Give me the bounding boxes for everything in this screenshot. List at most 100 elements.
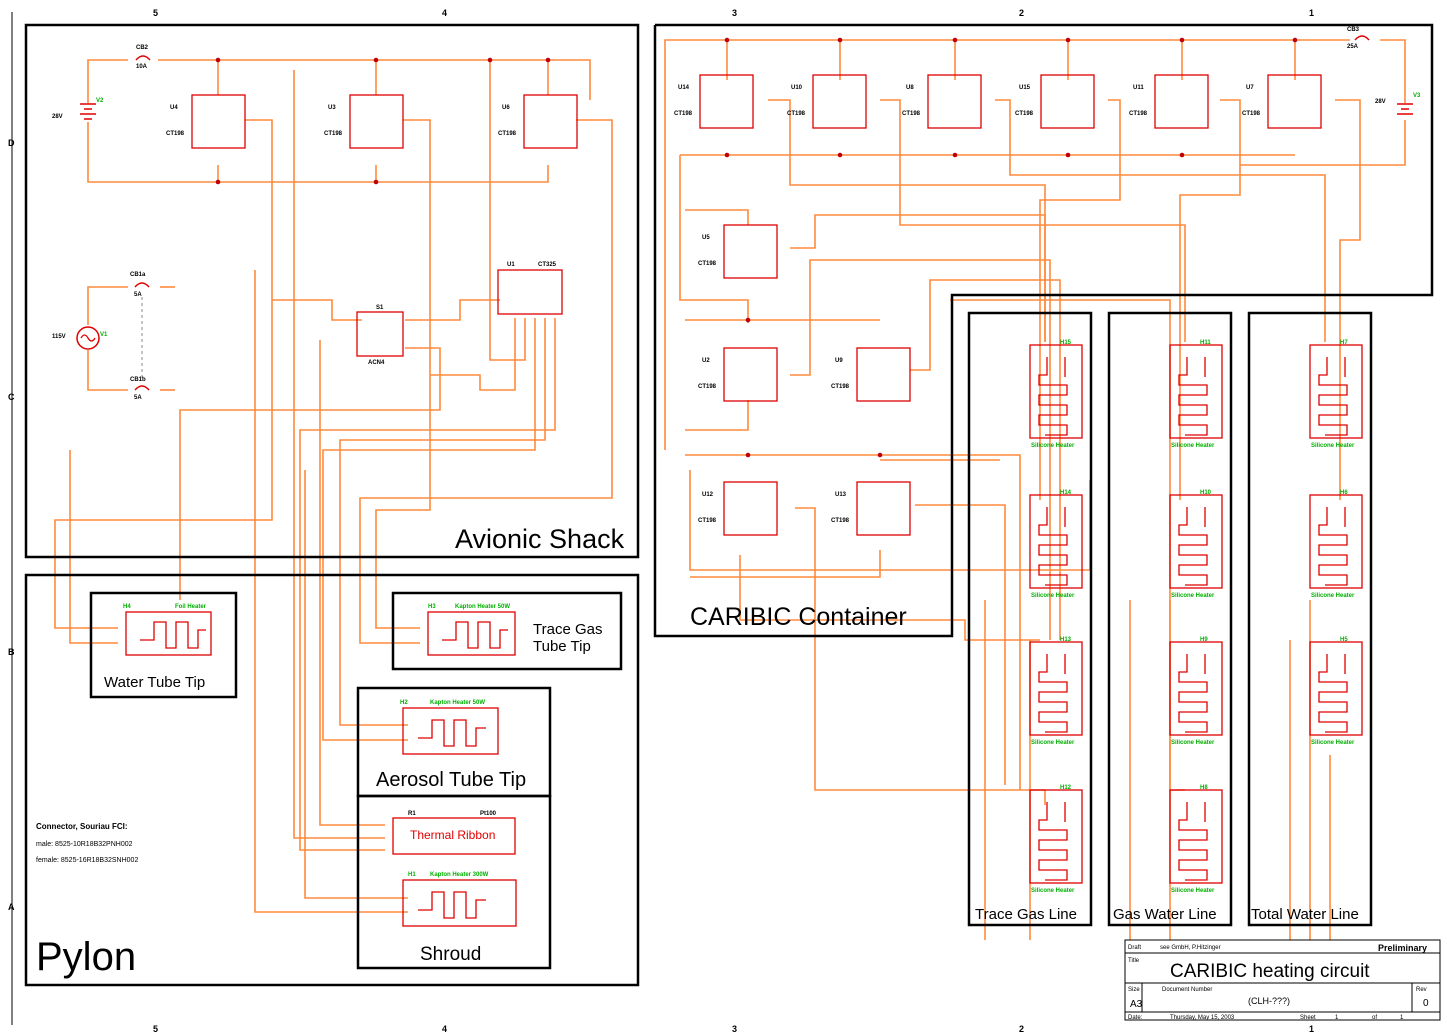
ct-part-label: CT198 <box>674 111 693 117</box>
svg-text:Kapton Heater 300W: Kapton Heater 300W <box>430 872 489 878</box>
status-badge: Preliminary <box>1378 943 1427 953</box>
svg-text:(CLH-???): (CLH-???) <box>1248 996 1290 1006</box>
svg-text:S1: S1 <box>376 305 384 311</box>
heater-type: Silicone Heater <box>1171 443 1215 449</box>
heater-type: Silicone Heater <box>1031 593 1075 599</box>
svg-text:ACN4: ACN4 <box>368 360 385 366</box>
section-label-gas-water-line: Gas Water Line <box>1113 906 1217 923</box>
ct-part-label: CT198 <box>698 261 717 267</box>
section-label-total-water-line: Total Water Line <box>1251 906 1359 923</box>
breaker-cb1b: CB1b 5A <box>130 297 150 401</box>
svg-text:Document Number: Document Number <box>1162 987 1212 993</box>
svg-text:V1: V1 <box>100 332 108 338</box>
svg-text:Foil Heater: Foil Heater <box>175 604 207 610</box>
heater-type: Silicone Heater <box>1031 740 1075 746</box>
svg-text:Date:: Date: <box>1128 1015 1143 1021</box>
svg-text:A3: A3 <box>1130 999 1143 1010</box>
label-tube-tip: Tube Tip <box>533 638 591 655</box>
section-frames <box>24 23 1434 987</box>
row-label: D <box>8 138 15 148</box>
junction-dots <box>215 37 1298 458</box>
total-water-line-frame <box>1247 311 1373 927</box>
row-label: B <box>8 647 15 657</box>
heater-label: H14 <box>1060 490 1072 496</box>
heater-label: H15 <box>1060 340 1072 346</box>
svg-text:1: 1 <box>1400 1015 1404 1021</box>
heater-label: H9 <box>1200 637 1208 643</box>
controller-u1: U1 CT325 <box>497 262 563 315</box>
heater-label: H7 <box>1340 340 1348 346</box>
svg-text:H2: H2 <box>400 700 408 706</box>
ct-unit-label: U11 <box>1133 85 1144 91</box>
ct-unit-label: U6 <box>502 105 510 111</box>
heater-h3: H3 Kapton Heater 50W <box>427 604 516 656</box>
col-label-bottom: 2 <box>1019 1024 1024 1034</box>
section-label-avionic-shack: Avionic Shack <box>455 524 625 554</box>
ct-unit-label: U10 <box>791 85 803 91</box>
col-label-bottom: 5 <box>153 1024 158 1034</box>
col-label-bottom: 4 <box>442 1024 447 1034</box>
shroud-frame <box>356 794 552 970</box>
ct-unit-label: U2 <box>702 358 710 364</box>
ct-part-label: CT198 <box>902 111 921 117</box>
heater-label: H8 <box>1200 785 1208 791</box>
ct-part-label: CT198 <box>324 131 343 137</box>
svg-text:CB2: CB2 <box>136 45 149 51</box>
heater-label: H6 <box>1340 490 1348 496</box>
label-trace-gas: Trace Gas <box>533 621 602 638</box>
section-label-pylon: Pylon <box>36 935 136 979</box>
svg-text:H3: H3 <box>428 604 436 610</box>
section-label-trace-gas-line: Trace Gas Line <box>975 906 1077 923</box>
ct-unit-label: U8 <box>906 85 914 91</box>
svg-text:1: 1 <box>1335 1015 1339 1021</box>
svg-text:CB1b: CB1b <box>130 377 146 383</box>
thermal-ribbon-r1: Thermal Ribbon R1 Pt100 <box>392 811 516 855</box>
svg-text:25A: 25A <box>1347 44 1359 50</box>
pylon-frame <box>24 573 640 987</box>
col-label-top: 3 <box>732 8 737 18</box>
caribic-container-frame <box>653 23 1434 638</box>
svg-text:Kapton Heater 50W: Kapton Heater 50W <box>430 700 485 706</box>
ct-part-label: CT198 <box>698 518 717 524</box>
ct-unit-label: U3 <box>328 105 336 111</box>
connector-female: female: 8525-16R18B32SNH002 <box>36 857 138 864</box>
heater-type: Silicone Heater <box>1311 593 1355 599</box>
svg-text:R1: R1 <box>408 811 416 817</box>
svg-text:H4: H4 <box>123 604 131 610</box>
heater-label: H13 <box>1060 637 1072 643</box>
svg-text:Sheet: Sheet <box>1300 1015 1316 1021</box>
avionic-shack-frame <box>24 23 640 559</box>
heater-type: Silicone Heater <box>1171 740 1215 746</box>
col-label-bottom: 3 <box>732 1024 737 1034</box>
ct-part-label: CT198 <box>1242 111 1261 117</box>
water-tube-tip-frame <box>89 591 238 699</box>
ct-part-label: CT198 <box>1129 111 1148 117</box>
svg-text:CB1a: CB1a <box>130 272 146 278</box>
svg-text:V2: V2 <box>96 98 104 104</box>
heater-type: Silicone Heater <box>1311 443 1355 449</box>
svg-text:Rev: Rev <box>1416 987 1427 993</box>
heater-type: Silicone Heater <box>1031 888 1075 894</box>
col-label-top: 1 <box>1309 8 1314 18</box>
gas-water-line-frame <box>1107 311 1233 927</box>
heater-h1: H1 Kapton Heater 300W <box>402 872 517 927</box>
ct-part-label: CT198 <box>787 111 806 117</box>
ct-unit-label: U14 <box>678 85 690 91</box>
ct-unit-label: U7 <box>1246 85 1254 91</box>
